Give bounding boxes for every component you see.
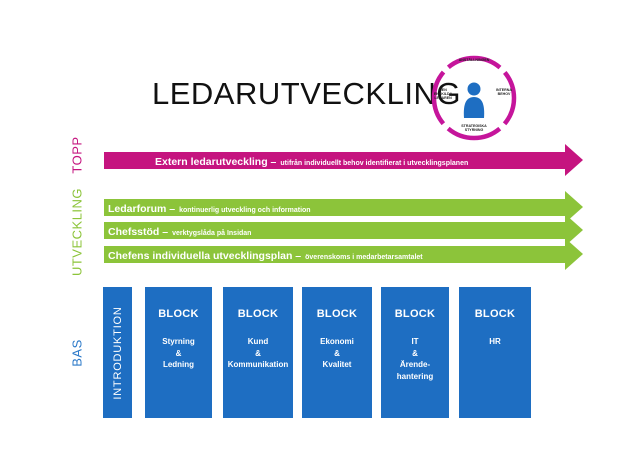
arrow-main-text: Ledarforum – — [108, 202, 176, 215]
arrow-sub-text: utifrån individuellt behov identifierat … — [280, 159, 469, 167]
wheel-left-label: DEN ENSKILDA LEDAREN — [433, 88, 453, 101]
introduction-label: INTRODUKTION — [111, 305, 124, 400]
wheel-bottom-label: STRATEGISKA STYRNING — [461, 124, 487, 133]
block-body: Kund & Kommunikation — [227, 337, 289, 370]
block-body: Ekonomi & Kvalitet — [320, 337, 354, 370]
arrow-sub-text: kontinuerlig utveckling och information — [179, 206, 311, 214]
block-styrning: BLOCK Styrning & Ledning — [145, 287, 212, 418]
arrow-sub-text: verktygslåda på Insidan — [172, 229, 252, 237]
arrow-main-text: Chefsstöd – — [108, 225, 169, 238]
side-label-bas: BAS — [69, 339, 85, 367]
block-heading: BLOCK — [237, 308, 279, 320]
leadership-wheel: ANSTÄLLNINGEN DEN ENSKILDA LEDAREN INTER… — [428, 52, 520, 144]
side-label-topp: TOPP — [69, 136, 85, 174]
wheel-right-label: INTERNA BEHOV — [496, 88, 512, 97]
arrow-extern-ledarutveckling: Extern ledarutveckling –utifrån individu… — [104, 144, 583, 176]
block-kund: BLOCK Kund & Kommunikation — [223, 287, 293, 418]
block-heading: BLOCK — [316, 308, 358, 320]
arrow-ledarforum: Ledarforum –kontinuerlig utveckling och … — [104, 191, 583, 223]
block-hr: BLOCK HR — [459, 287, 531, 418]
arrow-main-text: Extern ledarutveckling – — [155, 155, 277, 168]
block-body: Styrning & Ledning — [162, 337, 195, 370]
wheel-top-label: ANSTÄLLNINGEN — [458, 58, 490, 62]
person-icon — [463, 82, 485, 118]
arrow-utvecklingsplan: Chefens individuella utvecklingsplan –öv… — [104, 238, 583, 270]
introduction-block: INTRODUKTION — [103, 287, 132, 418]
wheel-ring — [431, 55, 517, 141]
block-heading: BLOCK — [394, 308, 436, 320]
arrow-sub-text: överenskoms i medarbetarsamtalet — [305, 253, 423, 261]
page-title: LEDARUTVECKLING — [152, 76, 461, 111]
side-label-utveckling: UTVECKLING — [69, 187, 85, 277]
block-heading: BLOCK — [158, 308, 199, 320]
arrow-chefsstod: Chefsstöd –verktygslåda på Insidan — [104, 214, 583, 246]
block-heading: BLOCK — [474, 308, 516, 320]
arrow-main-text: Chefens individuella utvecklingsplan – — [108, 249, 302, 262]
block-ekonomi: BLOCK Ekonomi & Kvalitet — [302, 287, 372, 418]
block-body: IT & Ärende- hantering — [396, 337, 434, 381]
block-it: BLOCK IT & Ärende- hantering — [381, 287, 449, 418]
block-body: HR — [489, 337, 501, 346]
